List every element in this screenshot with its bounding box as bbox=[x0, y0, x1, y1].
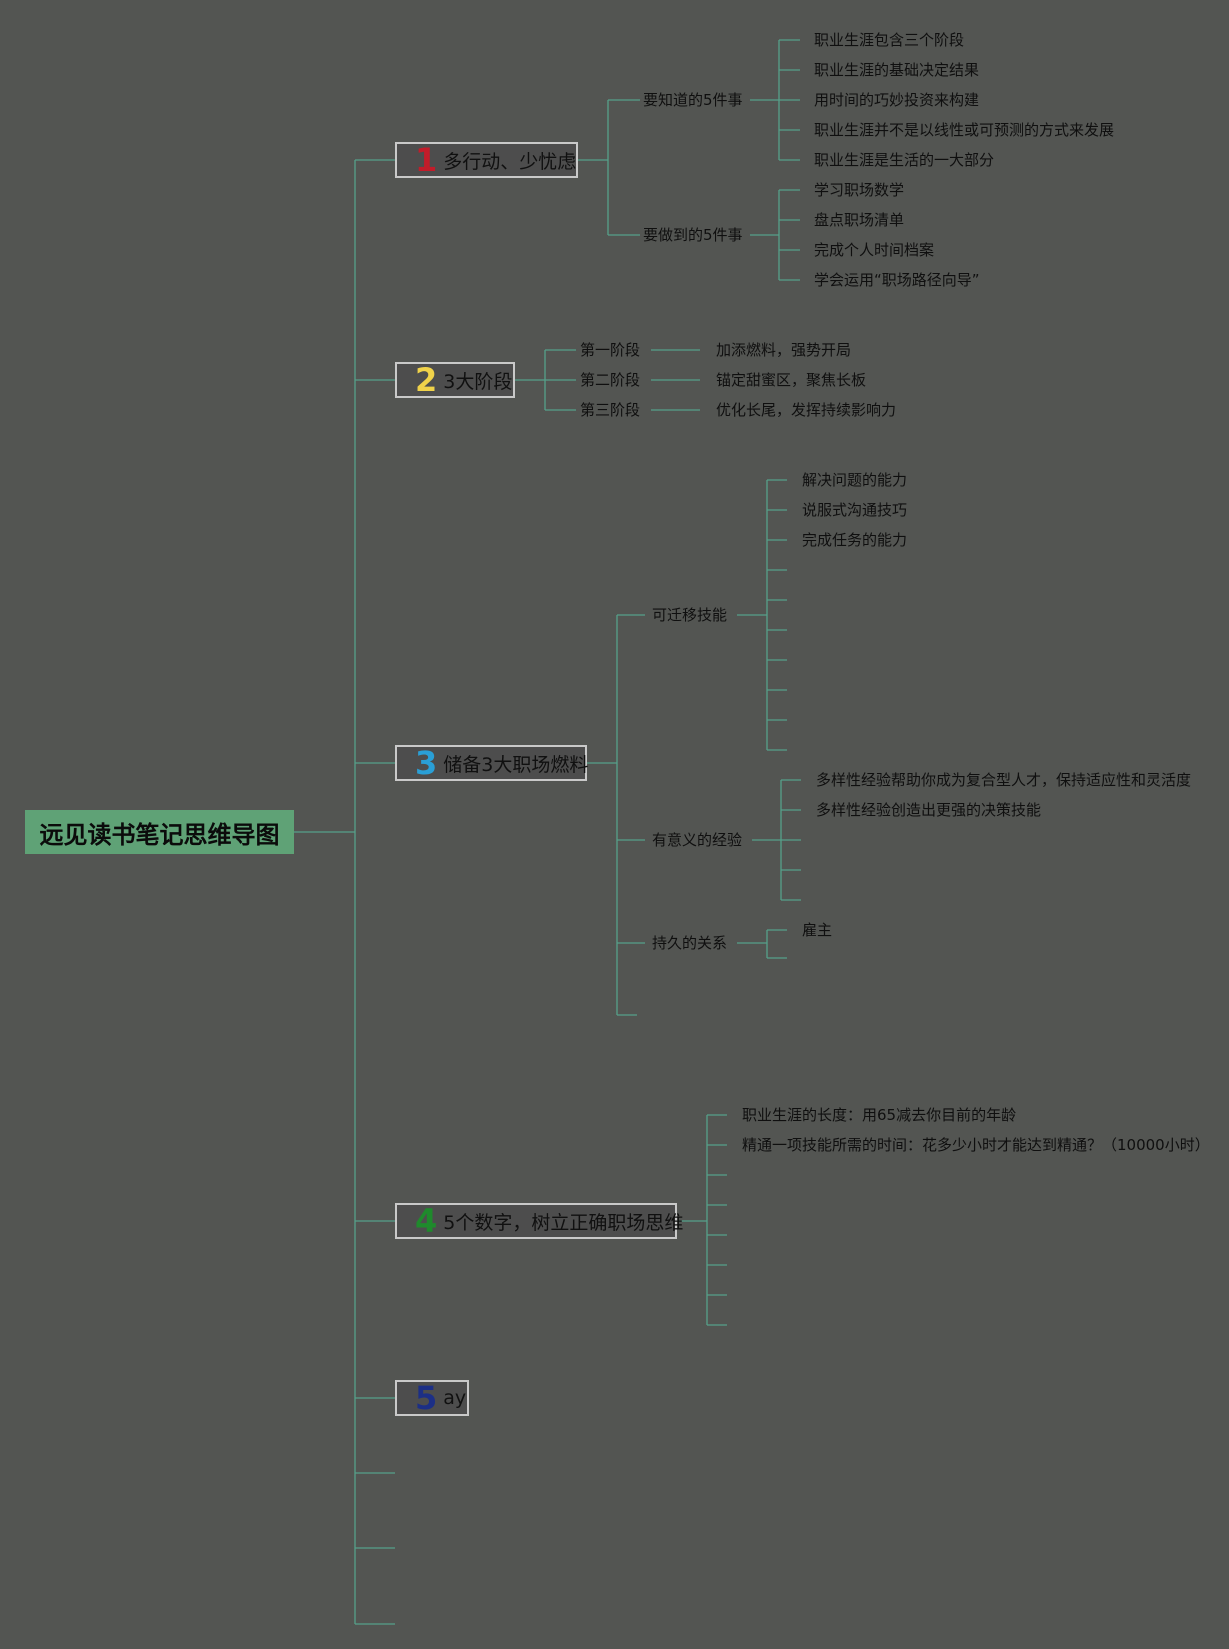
topic-1-group-1-item-4[interactable]: 职业生涯并不是以线性或可预测的方式来发展 bbox=[814, 121, 1115, 139]
topic-4-node[interactable]: 4 5个数字，树立正确职场思维 bbox=[395, 1202, 683, 1240]
topic-1-group-1-item-1[interactable]: 职业生涯包含三个阶段 bbox=[814, 31, 965, 49]
topic-1-group-1-item-5[interactable]: 职业生涯是生活的一大部分 bbox=[814, 151, 995, 169]
topic-5-label: ay bbox=[443, 1387, 467, 1409]
topic-3-group-3-item-1[interactable]: 雇主 bbox=[802, 921, 833, 939]
topic-4-number: 4 bbox=[415, 1202, 438, 1240]
topic-3-group-2-item-2[interactable]: 多样性经验创造出更强的决策技能 bbox=[816, 801, 1042, 819]
topic-1-node[interactable]: 1 多行动、少忧虑 bbox=[395, 142, 578, 178]
topic-2-group-3[interactable]: 第三阶段 bbox=[580, 401, 641, 419]
topic-2-number: 2 bbox=[415, 361, 438, 399]
topic-3-group-3[interactable]: 持久的关系 bbox=[652, 934, 728, 952]
topic-2-group-2-item-1[interactable]: 锚定甜蜜区，聚焦长板 bbox=[716, 371, 867, 389]
topic-1-group-1-item-2[interactable]: 职业生涯的基础决定结果 bbox=[814, 61, 980, 79]
topic-3-label: 储备3大职场燃料 bbox=[443, 753, 589, 776]
topic-1-group-1[interactable]: 要知道的5件事 bbox=[643, 91, 743, 109]
topic-3-group-1-item-2[interactable]: 说服式沟通技巧 bbox=[802, 501, 908, 519]
topic-2-node[interactable]: 2 3大阶段 bbox=[395, 362, 515, 398]
topic-1-group-1-item-3[interactable]: 用时间的巧妙投资来构建 bbox=[814, 91, 980, 109]
topic-5-number: 5 bbox=[415, 1379, 438, 1417]
topic-4-item-2[interactable]: 精通一项技能所需的时间：花多少小时才能达到精通？（10000小时） bbox=[742, 1136, 1210, 1154]
topic-1-group-2-item-1[interactable]: 学习职场数学 bbox=[814, 181, 905, 199]
topic-4-item-1[interactable]: 职业生涯的长度：用65减去你目前的年龄 bbox=[742, 1106, 1017, 1124]
topic-2-group-1-item-1[interactable]: 加添燃料，强势开局 bbox=[716, 341, 852, 359]
topic-1-group-2-item-2[interactable]: 盘点职场清单 bbox=[814, 211, 905, 229]
root-node[interactable]: 远见读书笔记思维导图 bbox=[25, 810, 294, 854]
topic-4-label: 5个数字，树立正确职场思维 bbox=[443, 1211, 684, 1234]
topic-2-group-3-item-1[interactable]: 优化长尾，发挥持续影响力 bbox=[716, 401, 897, 419]
topic-3-group-1-item-3[interactable]: 完成任务的能力 bbox=[802, 531, 908, 549]
topic-1-group-2-item-4[interactable]: 学会运用“职场路径向导” bbox=[814, 271, 980, 289]
topic-3-group-1-item-1[interactable]: 解决问题的能力 bbox=[802, 471, 908, 489]
topic-1-group-2[interactable]: 要做到的5件事 bbox=[643, 226, 743, 244]
topic-3-number: 3 bbox=[415, 744, 438, 782]
topic-5-node[interactable]: 5 ay bbox=[395, 1380, 469, 1416]
topic-3-group-2[interactable]: 有意义的经验 bbox=[652, 831, 743, 849]
topic-2-group-1[interactable]: 第一阶段 bbox=[580, 341, 641, 359]
topic-3-group-1[interactable]: 可迁移技能 bbox=[652, 606, 728, 624]
topic-1-group-2-item-3[interactable]: 完成个人时间档案 bbox=[814, 241, 935, 259]
topic-3-group-2-item-1[interactable]: 多样性经验帮助你成为复合型人才，保持适应性和灵活度 bbox=[816, 771, 1192, 789]
topic-3-node[interactable]: 3 储备3大职场燃料 bbox=[395, 744, 589, 782]
topic-2-group-2[interactable]: 第二阶段 bbox=[580, 371, 641, 389]
topic-2-label: 3大阶段 bbox=[443, 370, 513, 393]
topic-1-label: 多行动、少忧虑 bbox=[443, 150, 577, 173]
topic-1-number: 1 bbox=[415, 141, 438, 179]
